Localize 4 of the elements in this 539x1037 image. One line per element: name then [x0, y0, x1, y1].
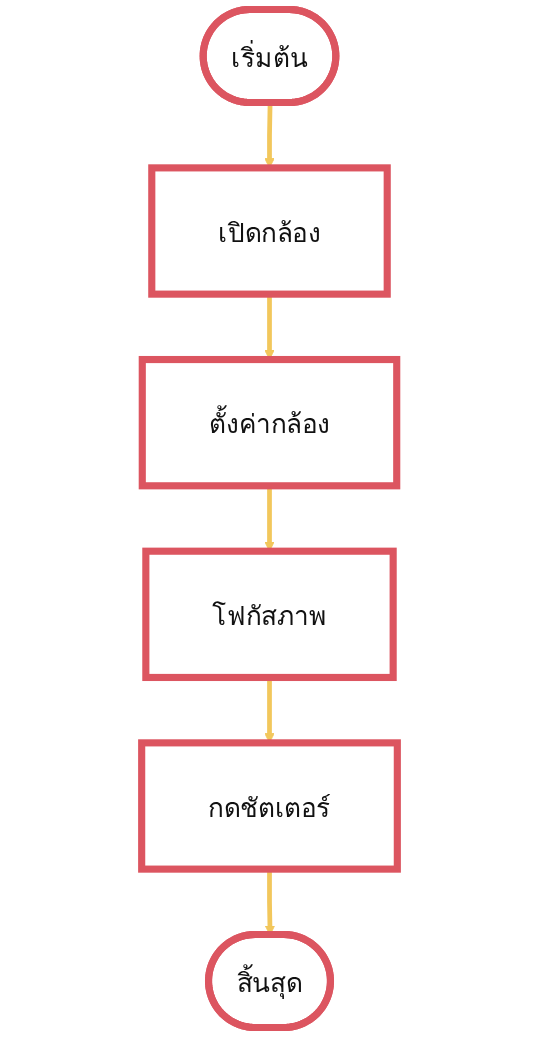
node-box: โฟกัสภาพ	[142, 547, 397, 682]
node-box: เปิดกล้อง	[148, 164, 391, 298]
node-box: กดชัตเตอร์	[138, 739, 401, 873]
node-box: ตั้งค่ากล้อง	[138, 355, 401, 490]
